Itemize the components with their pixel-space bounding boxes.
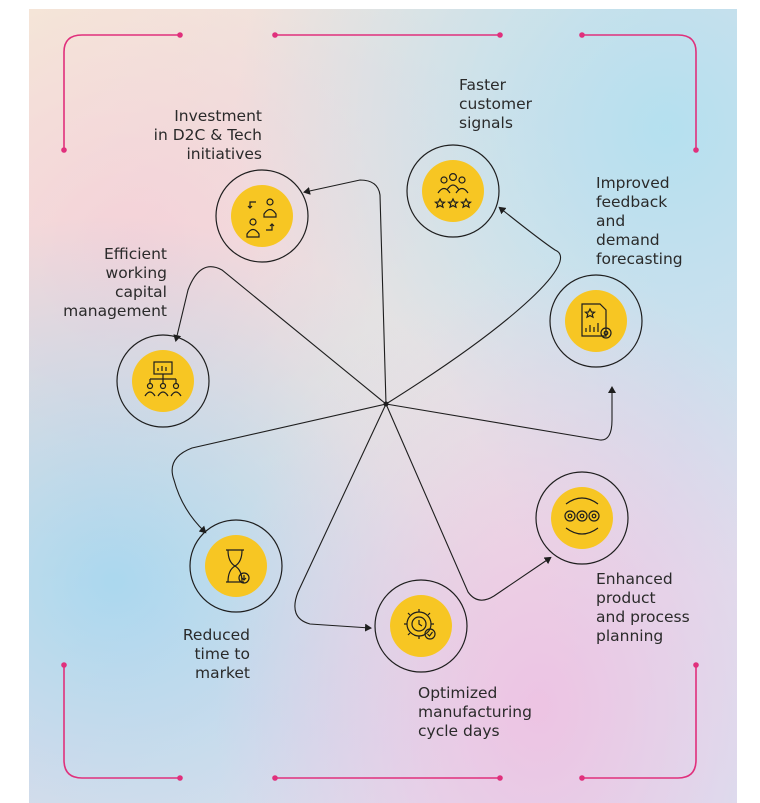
center-hub (383, 401, 389, 407)
frame-dots (61, 32, 699, 781)
node-process-planning (535, 471, 629, 565)
connector-7 (303, 179, 387, 405)
gears-cycle-icon (564, 497, 600, 535)
connector-6 (173, 266, 387, 405)
node-working-capital (116, 334, 210, 428)
connector-1 (385, 206, 561, 405)
node-demand-forecasting (549, 274, 643, 368)
connector-3 (385, 403, 552, 601)
people-stars-icon (434, 173, 472, 209)
connector-2 (385, 386, 616, 441)
gear-clock-icon (404, 609, 436, 640)
report-chart-gear-icon (581, 303, 612, 339)
pinwheel-connectors (171, 179, 616, 632)
hourglass-icon (226, 549, 250, 584)
node-cycle-days (374, 579, 468, 673)
node-d2c-tech (215, 169, 309, 263)
node-time-to-market (189, 519, 283, 613)
frame-decoration (63, 34, 697, 779)
connector-4 (294, 403, 387, 632)
people-exchange-icon (246, 198, 277, 238)
org-chart-icon (144, 361, 182, 397)
node-customer-signals (406, 144, 500, 238)
connector-5 (171, 403, 387, 534)
